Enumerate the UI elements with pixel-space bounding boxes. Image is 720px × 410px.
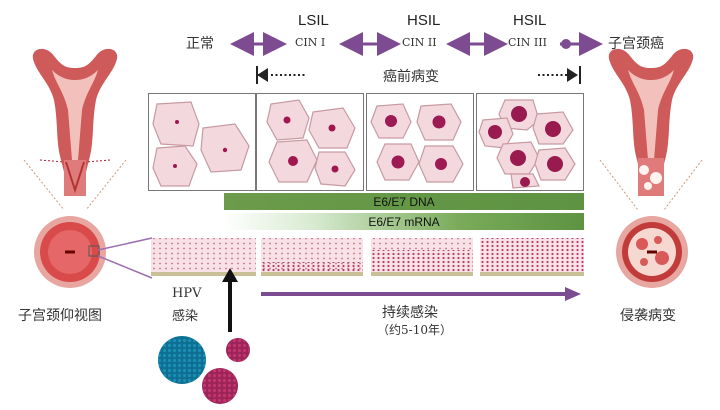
cell-box-cin1	[256, 93, 364, 191]
hpv-virus-icon	[158, 336, 250, 404]
hpv-entry-arrow	[222, 268, 238, 332]
cell-box-cin2	[366, 93, 474, 191]
precancer-label: 癌前病变	[383, 69, 439, 85]
cervix-view-label: 子宫颈仰视图	[18, 308, 102, 324]
infection-label: 感染	[172, 309, 199, 324]
hpv-label: HPV	[172, 286, 202, 301]
persistent-infection-arrow	[261, 287, 581, 301]
tissue-cin1	[261, 238, 363, 276]
grade-hsil-1: HSIL	[407, 12, 441, 29]
zoom-lines	[98, 237, 153, 279]
stage-cancer-label: 子宫颈癌	[608, 36, 664, 52]
stage-normal-label: 正常	[186, 36, 214, 52]
cin-3-label: CIN III	[508, 36, 547, 49]
cell-box-cin3	[476, 93, 584, 191]
cervix-cancer-icon	[616, 216, 688, 288]
duration-label: （约5-10年）	[377, 323, 452, 337]
invasive-lesion-label: 侵袭病变	[620, 308, 676, 324]
cervix-normal-icon	[34, 216, 106, 288]
uterus-cancer-icon	[599, 48, 703, 211]
tissue-cin3	[480, 238, 584, 276]
grade-hsil-2: HSIL	[513, 12, 547, 29]
grade-lsil: LSIL	[298, 12, 329, 29]
cin-1-label: CIN I	[295, 36, 326, 49]
tissue-cin2	[371, 238, 473, 276]
progression-arrows	[230, 32, 603, 84]
e6e7-mrna-bar: E6/E7 mRNA	[224, 213, 584, 230]
cell-box-normal	[148, 93, 256, 191]
persistent-infection-label: 持续感染	[382, 305, 438, 321]
tissue-normal	[151, 238, 256, 276]
arrow-dot	[561, 39, 571, 49]
cin-2-label: CIN II	[402, 36, 437, 49]
e6e7-dna-bar: E6/E7 DNA	[224, 193, 584, 210]
uterus-normal-icon	[23, 48, 127, 211]
